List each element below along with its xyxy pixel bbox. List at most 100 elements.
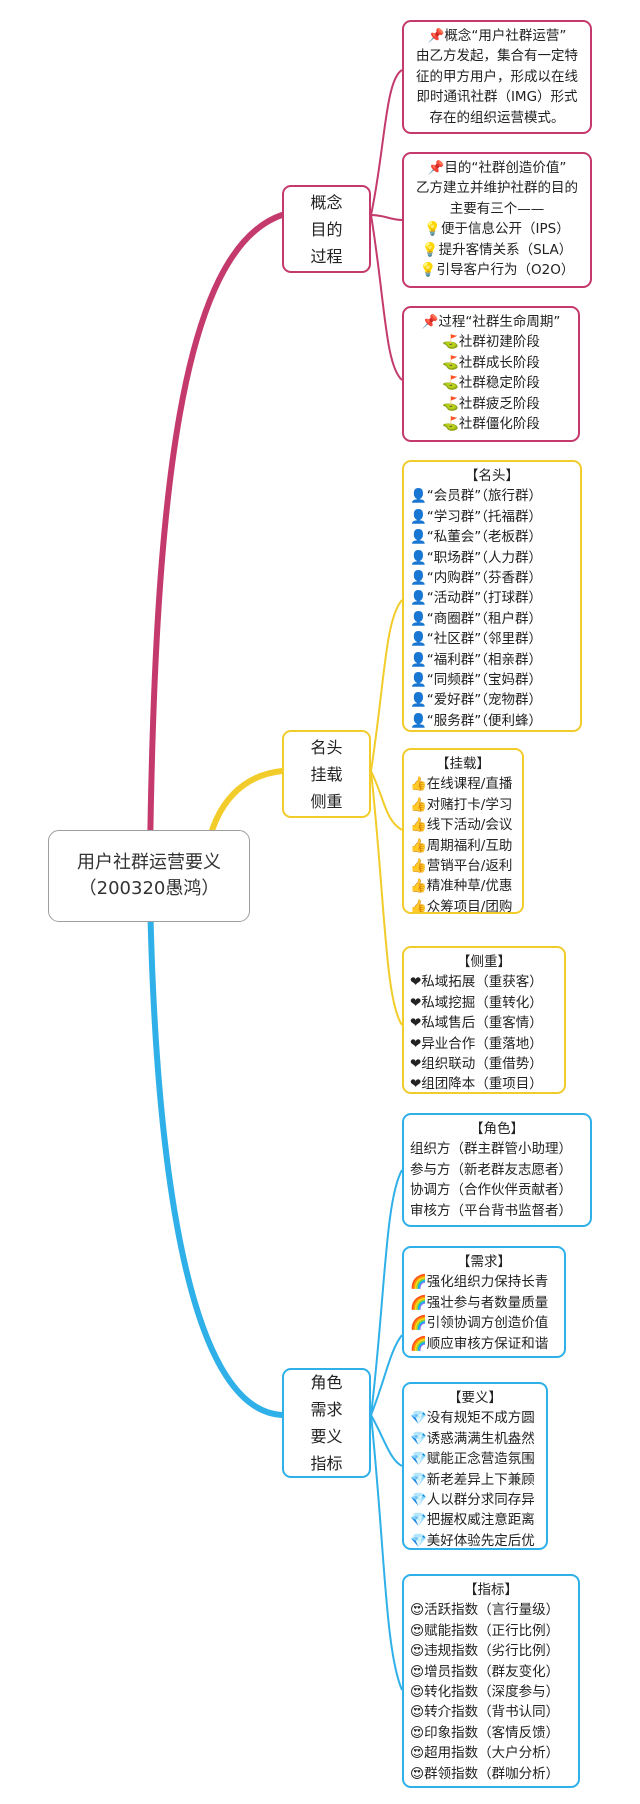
branch-label: 需求 xyxy=(310,1400,343,1419)
box-line: 征的甲方用户，形成以在线 xyxy=(416,68,578,85)
box-line: 🌈引领协调方创造价值 xyxy=(410,1315,549,1332)
box-line: 😍超用指数（大户分析） xyxy=(410,1745,560,1762)
box-line: 💎诱惑满满生机盎然 xyxy=(410,1430,535,1447)
branch-concept-purpose-process[interactable]: 概念 目的 过程 xyxy=(282,185,371,273)
box-line: ❤私域售后（重客情） xyxy=(410,1015,543,1032)
branch-label: 概念 xyxy=(310,192,343,212)
box-line: 😍增员指数（群友变化） xyxy=(410,1663,560,1680)
branch-label: 侧重 xyxy=(310,791,343,811)
box-line: 📌过程“社群生命周期” xyxy=(421,314,561,330)
box-line: 💎美好体验先定后优 xyxy=(410,1532,535,1549)
branch-label: 目的 xyxy=(310,219,343,239)
box-heading: 【指标】 xyxy=(464,1582,518,1598)
link-zhibiao xyxy=(370,1414,403,1691)
box-line: 即时通讯社群（IMG）形式 xyxy=(416,89,578,106)
box-line: 👤“会员群”（旅行群） xyxy=(410,488,543,505)
box-line: ⛳社群初建阶段 xyxy=(442,334,540,351)
root-topic[interactable]: 用户社群运营要义 （200320愚鸿） xyxy=(48,830,250,922)
branch-label: 名头 xyxy=(310,737,343,757)
box-line: 👤“福利群”（相亲群） xyxy=(410,651,543,668)
box-line: 📌目的“社群创造价值” xyxy=(427,160,567,176)
link-mingtou xyxy=(370,599,403,772)
box-line: 💎新老差异上下兼顾 xyxy=(410,1471,535,1488)
box-line: 😍转介指数（背书认同） xyxy=(410,1704,560,1721)
box-line: 👍精准种草/优惠 xyxy=(410,878,513,895)
branch-role-need-essence-metric[interactable]: 角色 需求 要义 指标 xyxy=(282,1368,371,1478)
box-line: 💎赋能正念营造氛围 xyxy=(410,1451,535,1468)
trunk-link-juese xyxy=(147,892,285,1418)
box-line: 😍违规指数（劣行比例） xyxy=(410,1643,560,1660)
root-subtitle: （200320愚鸿） xyxy=(78,878,220,899)
link-xuqiu xyxy=(370,1334,403,1416)
branch-label: 过程 xyxy=(310,246,343,266)
box-line: 由乙方发起，集合有一定特 xyxy=(416,48,578,65)
box-line: 🌈强壮参与者数量质量 xyxy=(410,1294,549,1311)
box-line: 😍群领指数（群咖分析） xyxy=(410,1765,560,1782)
box-line: 😍转化指数（深度参与） xyxy=(410,1684,560,1701)
box-line: 👤“爱好群”（宠物群） xyxy=(410,692,543,709)
box-line: 👤“私董会”（老板群） xyxy=(410,529,543,546)
trunk-link-concept xyxy=(147,212,285,858)
box-line: ❤组织联动（重借势） xyxy=(410,1056,543,1073)
box-line: 😍赋能指数（正行比例） xyxy=(410,1622,560,1639)
box-line: 👤“学习群”（托福群） xyxy=(410,508,543,525)
box-line: ❤异业合作（重落地） xyxy=(410,1035,543,1052)
box-line: 👍线下活动/会议 xyxy=(410,817,513,834)
box-line: ⛳社群成长阶段 xyxy=(442,354,540,371)
box-line: 👤“同频群”（宝妈群） xyxy=(410,672,543,689)
box-line: 👍对赌打卡/学习 xyxy=(410,796,513,813)
box-line: 👤“内购群”（芬香群） xyxy=(410,570,543,587)
box-line: 👍众筹项目/团购 xyxy=(410,898,513,914)
link-yaoyi xyxy=(370,1414,403,1467)
name-types-box[interactable]: 【名头】 👤“会员群”（旅行群） 👤“学习群”（托福群） 👤“私董会”（老板群）… xyxy=(402,460,582,732)
box-line: 👤“职场群”（人力群） xyxy=(410,549,543,566)
box-line: 👤“活动群”（打球群） xyxy=(410,590,543,607)
link-process xyxy=(370,214,403,381)
box-line: 💡便于信息公开（IPS） xyxy=(424,221,570,238)
box-line: ⛳社群稳定阶段 xyxy=(442,375,540,392)
box-line: 👤“服务群”（便利蜂） xyxy=(410,712,543,729)
root-title: 用户社群运营要义 xyxy=(77,852,221,873)
box-line: 💡提升客情关系（SLA） xyxy=(421,241,573,258)
box-heading: 【挂载】 xyxy=(436,756,490,772)
box-line: 👍周期福利/互助 xyxy=(410,837,513,854)
role-box[interactable]: 【角色】 组织方（群主群管小助理） 参与方（新老群友志愿者） 协调方（合作伙伴贡… xyxy=(402,1113,592,1227)
essence-box[interactable]: 【要义】 💎没有规矩不成方圆 💎诱惑满满生机盎然 💎赋能正念营造氛围 💎新老差异… xyxy=(402,1382,548,1550)
branch-name-mount-focus[interactable]: 名头 挂载 侧重 xyxy=(282,730,371,818)
box-line: 💡引导客户行为（O2O） xyxy=(419,262,575,279)
box-line: 👤“商圈群”（租户群） xyxy=(410,610,543,627)
process-box[interactable]: 📌过程“社群生命周期” ⛳社群初建阶段 ⛳社群成长阶段 ⛳社群稳定阶段 ⛳社群疲… xyxy=(402,306,580,442)
box-heading: 【名头】 xyxy=(465,468,519,484)
box-heading: 【要义】 xyxy=(448,1390,502,1406)
box-line: 乙方建立并维护社群的目的 xyxy=(416,180,578,197)
concept-box[interactable]: 📌概念“用户社群运营” 由乙方发起，集合有一定特 征的甲方用户，形成以在线 即时… xyxy=(402,20,592,134)
link-cezhong xyxy=(370,770,403,1026)
box-line: 👍在线课程/直播 xyxy=(410,776,513,793)
link-purpose xyxy=(370,214,403,221)
branch-label: 挂载 xyxy=(310,764,343,784)
box-line: 参与方（新老群友志愿者） xyxy=(410,1161,572,1178)
link-concept xyxy=(370,69,403,216)
box-line: 💎没有规矩不成方圆 xyxy=(410,1410,535,1427)
box-line: 协调方（合作伙伴贡献者） xyxy=(410,1182,572,1199)
mount-box[interactable]: 【挂载】 👍在线课程/直播 👍对赌打卡/学习 👍线下活动/会议 👍周期福利/互助… xyxy=(402,748,524,914)
box-line: 🌈顺应审核方保证和谐 xyxy=(410,1335,549,1352)
branch-label: 要义 xyxy=(310,1427,343,1446)
box-line: ❤组团降本（重项目） xyxy=(410,1076,543,1093)
box-line: ⛳社群僵化阶段 xyxy=(442,416,540,433)
box-line: 存在的组织运营模式。 xyxy=(429,109,565,126)
box-line: 🌈强化组织力保持长青 xyxy=(410,1274,549,1291)
metric-box[interactable]: 【指标】 😍活跃指数（言行量级） 😍赋能指数（正行比例） 😍违规指数（劣行比例）… xyxy=(402,1574,580,1788)
purpose-box[interactable]: 📌目的“社群创造价值” 乙方建立并维护社群的目的 主要有三个—— 💡便于信息公开… xyxy=(402,152,592,288)
box-line: 👤“社区群”（邻里群） xyxy=(410,631,543,648)
box-line: 组织方（群主群管小助理） xyxy=(410,1141,572,1158)
focus-box[interactable]: 【侧重】 ❤私域拓展（重获客） ❤私域挖掘（重转化） ❤私域售后（重客情） ❤异… xyxy=(402,946,566,1094)
branch-label: 角色 xyxy=(310,1373,343,1392)
box-line: ❤私域拓展（重获客） xyxy=(410,974,543,991)
branch-label: 指标 xyxy=(310,1454,343,1473)
box-heading: 【侧重】 xyxy=(457,954,511,970)
box-line: 💎把握权威注意距离 xyxy=(410,1512,535,1529)
need-box[interactable]: 【需求】 🌈强化组织力保持长青 🌈强壮参与者数量质量 🌈引领协调方创造价值 🌈顺… xyxy=(402,1246,566,1358)
box-line: ⛳社群疲乏阶段 xyxy=(442,395,540,412)
link-juese xyxy=(370,1169,403,1416)
